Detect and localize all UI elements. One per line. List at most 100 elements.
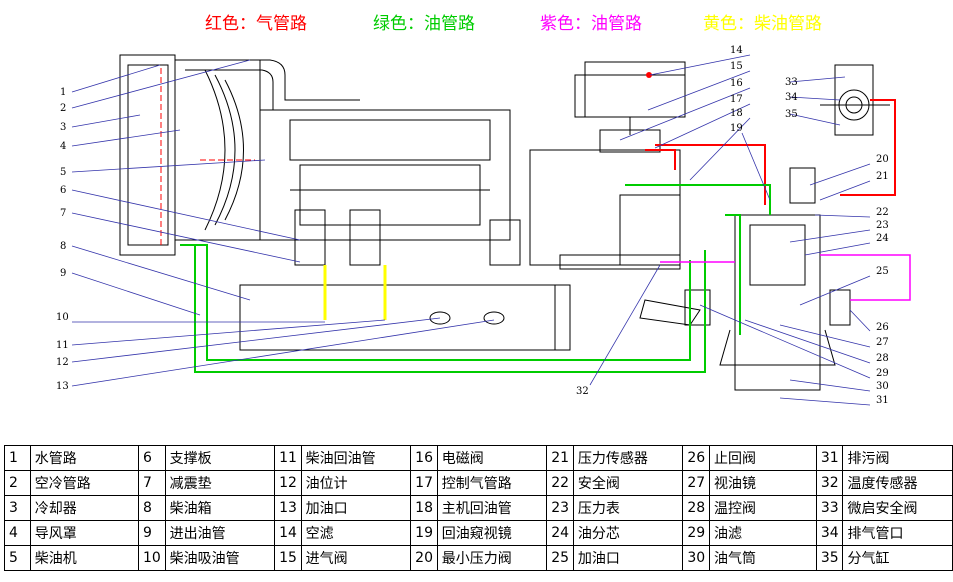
part-number: 12 (274, 470, 302, 496)
part-name: 排气管口 (842, 520, 953, 546)
part-name: 油位计 (300, 470, 412, 496)
callout-30: 30 (876, 381, 889, 392)
part-name: 安全阀 (572, 470, 684, 496)
part-name: 支撑板 (164, 445, 276, 471)
callout-9: 9 (60, 268, 66, 279)
part-number: 30 (682, 545, 710, 571)
callout-21: 21 (876, 171, 889, 182)
part-number: 21 (546, 445, 574, 471)
fuel-tank (239, 284, 571, 351)
part-name: 温度传感器 (842, 470, 953, 496)
part-number: 1 (4, 445, 31, 471)
callout-17: 17 (730, 94, 743, 105)
part-name: 油气筒 (708, 545, 817, 571)
part-number: 14 (274, 520, 302, 546)
callout-5: 5 (60, 167, 66, 178)
part-name: 压力传感器 (572, 445, 684, 471)
callout-11: 11 (56, 340, 69, 351)
part-number: 7 (137, 470, 166, 496)
callout-25: 25 (876, 266, 889, 277)
callout-12: 12 (56, 357, 69, 368)
part-name: 柴油回油管 (300, 445, 412, 471)
callout-1: 1 (60, 87, 66, 98)
callout-3: 3 (60, 122, 66, 133)
part-name: 冷却器 (29, 495, 139, 521)
part-number: 34 (815, 520, 844, 546)
part-name: 空滤 (300, 520, 412, 546)
part-number: 20 (410, 545, 438, 571)
part-name: 加油口 (300, 495, 412, 521)
callout-29: 29 (876, 368, 889, 379)
legend-oil-line-green: 绿色：油管路 (373, 14, 475, 34)
part-name: 压力表 (572, 495, 684, 521)
part-name: 油滤 (708, 520, 817, 546)
part-name: 加油口 (572, 545, 684, 571)
part-number: 25 (546, 545, 574, 571)
part-number: 27 (682, 470, 710, 496)
part-name: 空冷管路 (29, 470, 139, 496)
part-name: 最小压力阀 (436, 545, 548, 571)
callout-22: 22 (876, 207, 889, 218)
callout-23: 23 (876, 220, 889, 231)
part-number: 11 (274, 445, 302, 471)
part-number: 32 (815, 470, 844, 496)
part-name: 止回阀 (708, 445, 817, 471)
legend-air-line: 红色：气管路 (205, 14, 307, 34)
pipes-magenta (660, 254, 911, 301)
part-name: 主机回油管 (436, 495, 548, 521)
part-number: 9 (137, 520, 166, 546)
legend-oil-line-purple: 紫色：油管路 (540, 14, 642, 34)
callout-2: 2 (60, 103, 66, 114)
callout-27: 27 (876, 337, 889, 348)
callout-13: 13 (56, 381, 69, 392)
part-number: 33 (815, 495, 844, 521)
part-number: 24 (546, 520, 574, 546)
callout-numbers: 1 2 3 4 5 6 7 8 9 10 11 12 13 14 15 16 1… (56, 45, 889, 406)
oil-filter (639, 289, 711, 326)
part-name: 微启安全阀 (842, 495, 953, 521)
part-number: 31 (815, 445, 844, 471)
part-name: 柴油箱 (164, 495, 276, 521)
callout-31: 31 (876, 395, 889, 406)
part-name: 分气缸 (842, 545, 953, 571)
diesel-engine (259, 109, 521, 266)
part-name: 柴油吸油管 (164, 545, 276, 571)
callout-4: 4 (60, 141, 66, 152)
part-number: 19 (410, 520, 438, 546)
part-name: 柴油机 (29, 545, 139, 571)
air-duct-pipe (185, 59, 360, 111)
part-number: 6 (137, 445, 166, 471)
part-number: 35 (815, 545, 844, 571)
part-name: 电磁阀 (436, 445, 548, 471)
part-number: 22 (546, 470, 574, 496)
callout-20: 20 (876, 154, 889, 165)
callout-15: 15 (730, 61, 743, 72)
part-number: 8 (137, 495, 166, 521)
part-number: 5 (4, 545, 31, 571)
air-filter (574, 61, 686, 135)
callout-19: 19 (730, 123, 743, 134)
legend-diesel-line: 黄色：柴油管路 (703, 14, 822, 34)
part-name: 进气阀 (300, 545, 412, 571)
part-name: 控制气管路 (436, 470, 548, 496)
callout-32: 32 (576, 386, 589, 397)
callout-8: 8 (60, 241, 66, 252)
part-number: 4 (4, 520, 31, 546)
part-name: 排污阀 (842, 445, 953, 471)
part-name: 视油镜 (708, 470, 817, 496)
radiator-cooler (119, 54, 261, 256)
part-name: 水管路 (29, 445, 139, 471)
callout-18: 18 (730, 108, 743, 119)
callout-14: 14 (730, 45, 743, 56)
part-name: 油分芯 (572, 520, 684, 546)
callout-16: 16 (730, 78, 743, 89)
part-name: 温控阀 (708, 495, 817, 521)
part-number: 26 (682, 445, 710, 471)
machine-diagram: 红色：气管路 绿色：油管路 紫色：油管路 黄色：柴油管路 (56, 14, 911, 406)
